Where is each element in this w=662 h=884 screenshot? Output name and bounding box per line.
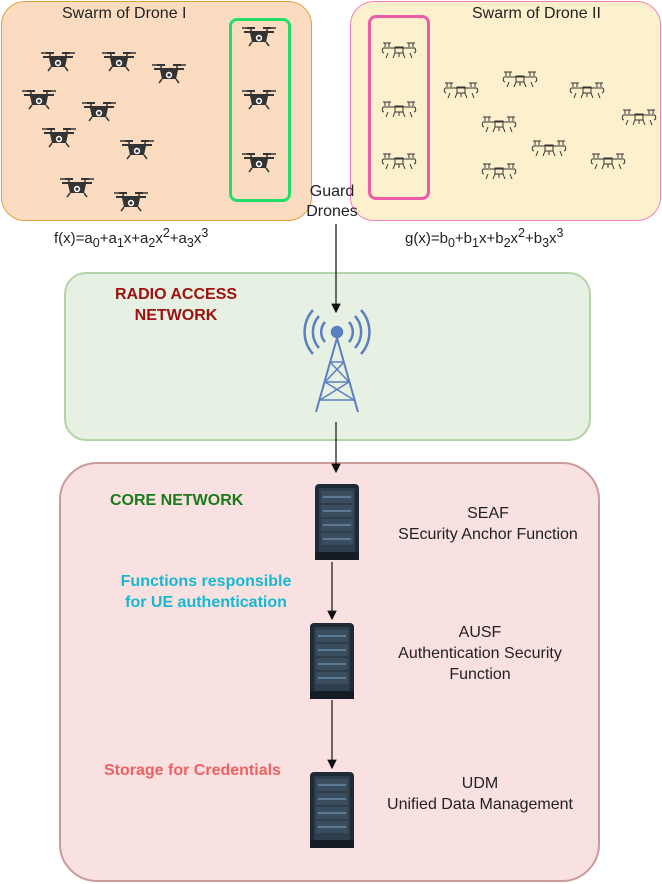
udm-name: UDM xyxy=(461,775,499,792)
cell-tower-icon xyxy=(303,309,371,413)
equation-g: g(x)=b0+b1x+b2x2+b3x3 xyxy=(405,226,564,250)
swarm-2-title: Swarm of Drone II xyxy=(472,5,601,22)
seaf-label: SEAF SEcurity Anchor Function xyxy=(380,503,596,545)
core-title: CORE NETWORK xyxy=(110,492,244,509)
functions-label-line-1: Functions responsible xyxy=(120,573,292,590)
quadcopter-icon xyxy=(241,27,277,47)
swarm-1-title: Swarm of Drone I xyxy=(62,5,187,22)
quadcopter-icon xyxy=(151,64,187,84)
functions-label: Functions responsible for UE authenticat… xyxy=(108,571,304,613)
guard-label-line-1: Guard xyxy=(309,183,355,200)
ausf-label: AUSF Authentication Security Function xyxy=(380,622,580,685)
hexacopter-icon xyxy=(502,71,538,88)
udm-full-name: Unified Data Management xyxy=(387,796,573,813)
ausf-server-icon xyxy=(309,622,355,700)
hexacopter-icon xyxy=(481,163,517,180)
quadcopter-icon xyxy=(119,140,155,160)
quadcopter-icon xyxy=(113,192,149,212)
seaf-name: SEAF xyxy=(467,505,509,522)
storage-label: Storage for Credentials xyxy=(104,762,281,779)
quadcopter-icon xyxy=(101,52,137,72)
ausf-line-2: Function xyxy=(449,666,511,683)
hexacopter-icon xyxy=(381,42,417,59)
udm-label: UDM Unified Data Management xyxy=(372,773,588,815)
guard-label-line-2: Drones xyxy=(306,203,358,220)
ran-title-line-1: RADIO ACCESS xyxy=(114,286,238,303)
guard-drones-group-1 xyxy=(229,18,291,202)
hexacopter-icon xyxy=(481,116,517,133)
hexacopter-icon xyxy=(590,153,626,170)
radio-access-network-container xyxy=(64,272,591,441)
ausf-line-1: Authentication Security xyxy=(398,645,562,662)
guard-drones-label: Guard Drones xyxy=(300,182,364,222)
quadcopter-icon xyxy=(81,102,117,122)
udm-server-icon xyxy=(309,771,355,849)
hexacopter-icon xyxy=(381,153,417,170)
ran-title: RADIO ACCESS NETWORK xyxy=(106,284,246,326)
hexacopter-icon xyxy=(569,82,605,99)
quadcopter-icon xyxy=(241,153,277,173)
hexacopter-icon xyxy=(381,101,417,118)
hexacopter-icon xyxy=(621,109,657,126)
quadcopter-icon xyxy=(21,90,57,110)
ran-title-line-2: NETWORK xyxy=(134,307,218,324)
hexacopter-icon xyxy=(531,140,567,157)
quadcopter-icon xyxy=(41,128,77,148)
guard-drones-group-2 xyxy=(368,15,430,200)
equation-f: f(x)=a0+a1x+a2x2+a3x3 xyxy=(54,226,209,250)
functions-label-line-2: for UE authentication xyxy=(125,594,287,611)
swarm-2-container xyxy=(350,1,661,221)
seaf-server-icon xyxy=(314,483,360,561)
hexacopter-icon xyxy=(443,82,479,99)
seaf-full-name: SEcurity Anchor Function xyxy=(398,526,578,543)
quadcopter-icon xyxy=(241,90,277,110)
ausf-name: AUSF xyxy=(458,624,502,641)
quadcopter-icon xyxy=(40,52,76,72)
quadcopter-icon xyxy=(59,178,95,198)
